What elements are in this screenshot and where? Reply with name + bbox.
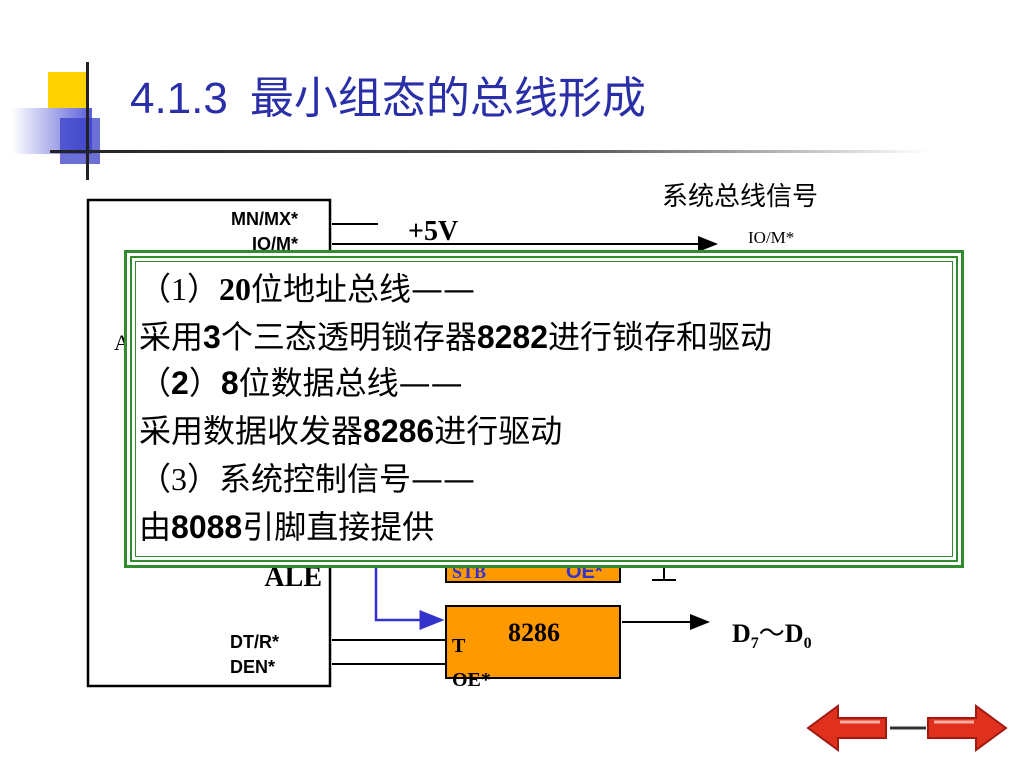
summary-box-inner-border [135,261,953,557]
pin-mn-mx: MN/MX* [231,209,298,229]
plus-5v-label: +5V [408,216,458,247]
transceiver-t-label: T [452,635,466,657]
system-bus-label: 系统总线信号 [662,182,818,212]
pin-dt-r: DT/R* [230,632,279,652]
summary-line-1: （1）20位地址总线—— [139,270,476,308]
transceiver-8286-box [445,605,621,679]
pin-den: DEN* [230,657,275,677]
wire-ale-blue [374,560,445,630]
summary-line-3: （2）8位数据总线—— [139,364,463,402]
summary-line-6: 由8088引脚直接提供 [139,508,435,546]
page-title: 4.1.3 最小组态的总线形成 [130,62,646,126]
transceiver-oe-label: OE* [452,669,491,691]
summary-line-5: （3）系统控制信号—— [139,460,476,498]
arrow-right-icon[interactable] [927,704,1008,752]
summary-line-4: 采用数据收发器8286进行驱动 [139,412,563,450]
pin-io-m: IO/M* [252,234,298,254]
arrow-left-icon[interactable] [806,704,887,752]
section-number: 4.1.3 [130,74,228,123]
transceiver-label: 8286 [508,618,560,647]
section-title: 最小组态的总线形成 [249,73,646,124]
summary-box: （1）20位地址总线—— 采用3个三态透明锁存器8282进行锁存和驱动 （2）8… [124,250,964,568]
data-bus-label: D7～D0 [732,619,812,652]
summary-line-2: 采用3个三态透明锁存器8282进行锁存和驱动 [139,318,773,356]
bus-io-m-label: IO/M* [748,228,794,247]
